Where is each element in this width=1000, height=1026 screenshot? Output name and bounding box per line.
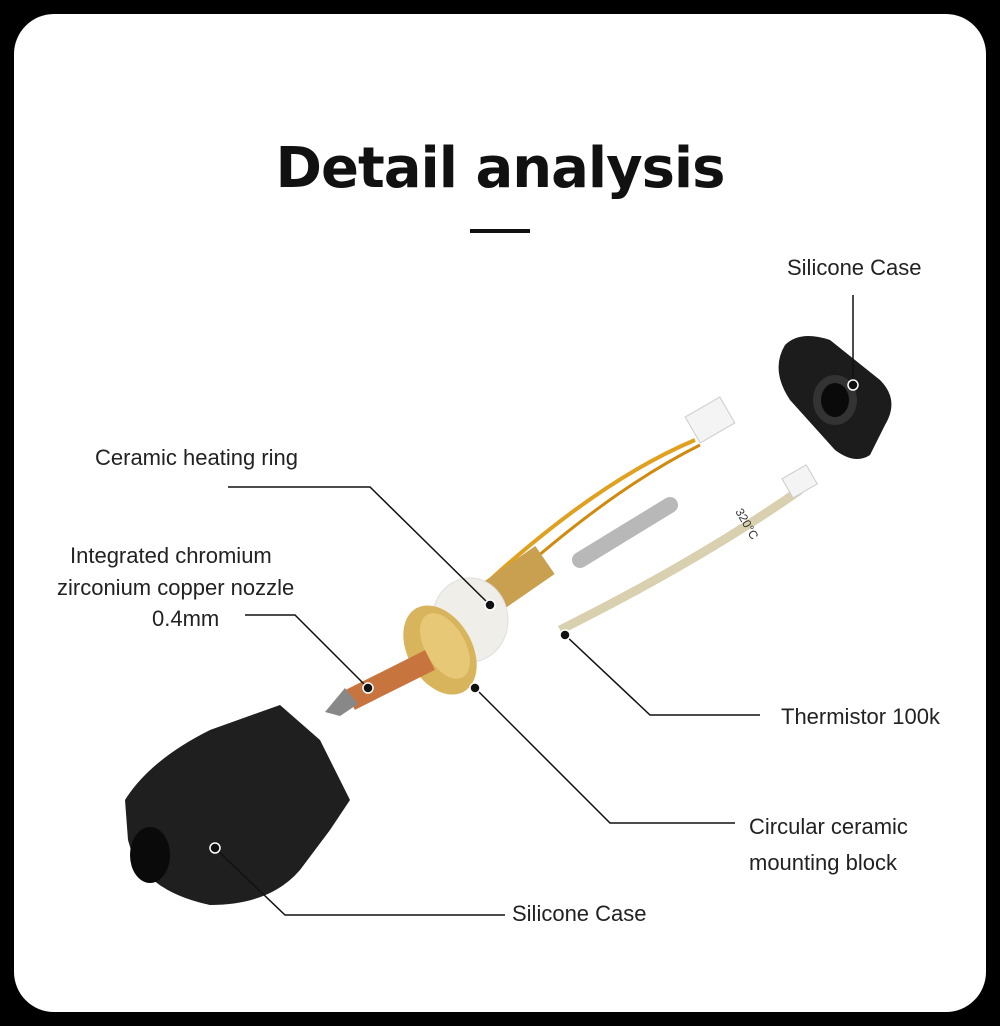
label-mounting-line2: mounting block	[749, 850, 897, 875]
silicone-case-bottom-part	[125, 705, 350, 905]
leader-lines	[214, 295, 854, 916]
title-underline	[470, 229, 530, 233]
label-ceramic-heating-ring: Ceramic heating ring	[95, 445, 298, 470]
label-thermistor: Thermistor 100k	[781, 704, 940, 729]
silicone-case-top-part	[778, 336, 892, 459]
label-nozzle-line3: 0.4mm	[152, 606, 220, 631]
label-silicone-case-top: Silicone Case	[787, 255, 922, 280]
page-title: Detail analysis	[275, 136, 726, 201]
label-mounting-line1: Circular ceramic	[749, 814, 908, 839]
circular-ceramic-mounting-block-part	[403, 605, 477, 695]
label-nozzle-line2: zirconium copper nozzle	[57, 575, 295, 600]
label-silicone-case-bottom: Silicone Case	[512, 901, 647, 926]
label-nozzle-line1: Integrated chromium	[70, 543, 272, 568]
copper-nozzle-part	[325, 650, 435, 716]
